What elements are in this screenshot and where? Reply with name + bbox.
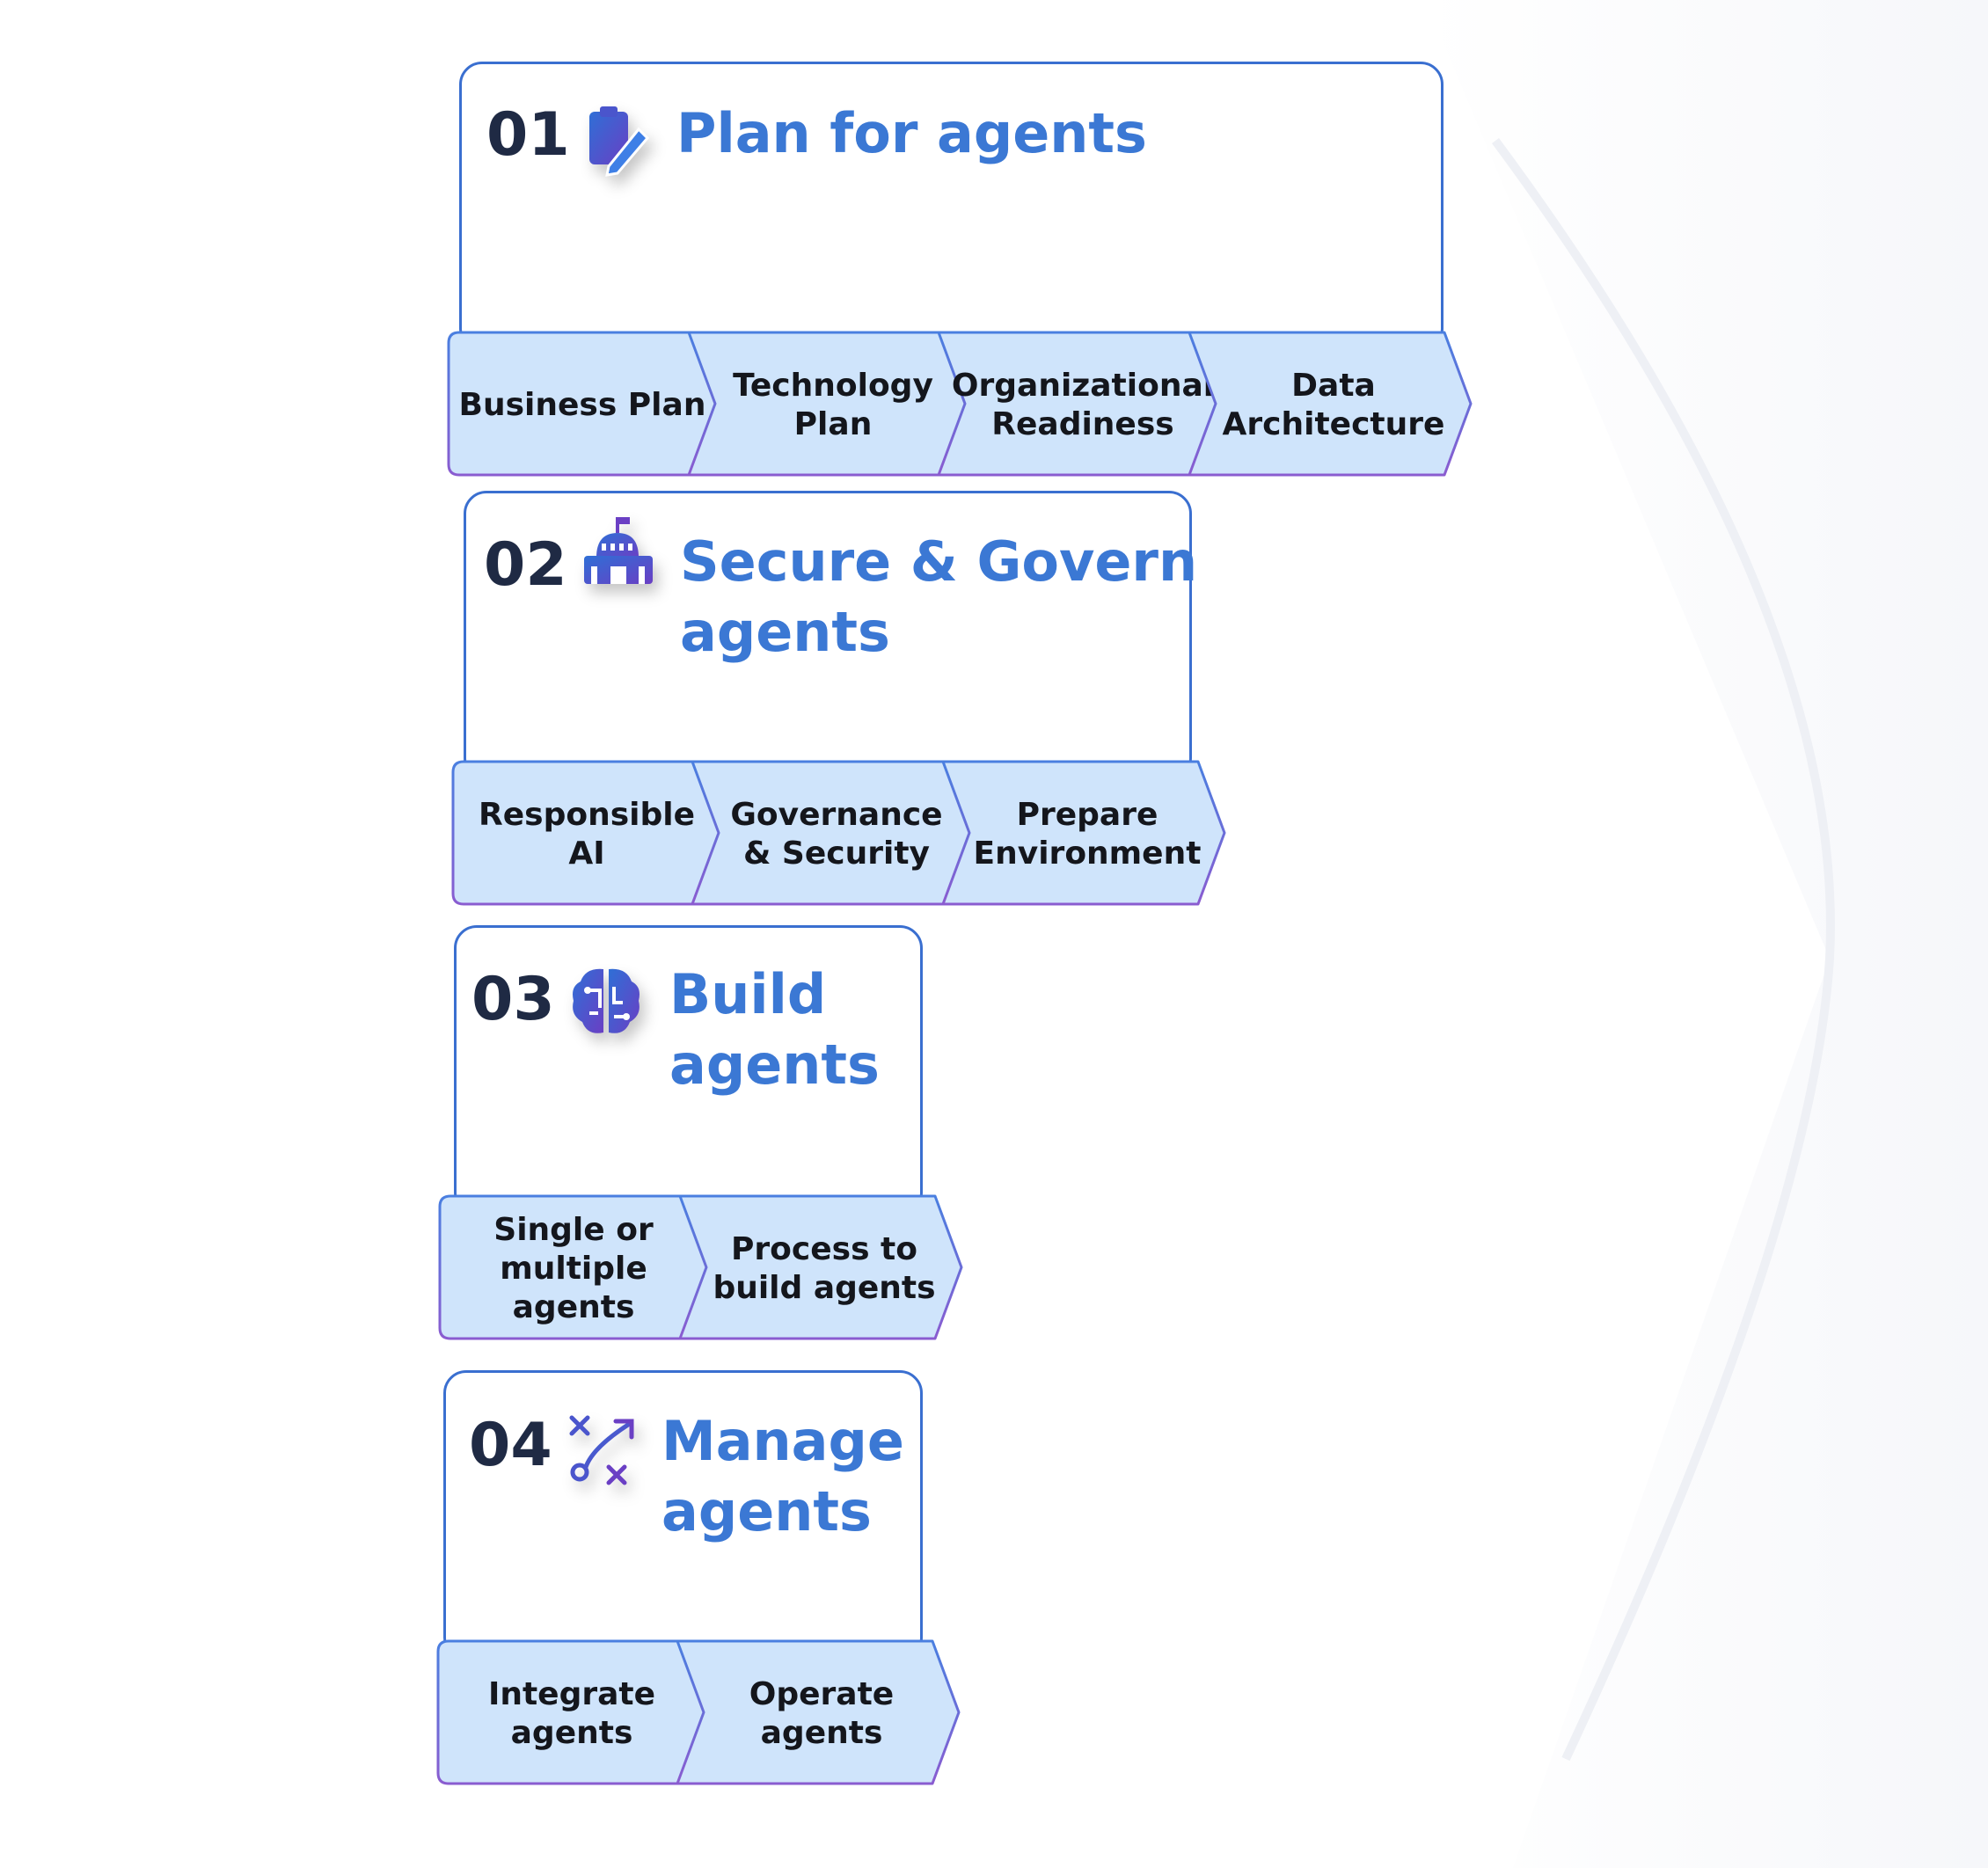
step-shape	[436, 1639, 721, 1785]
section-title-secure: Secure & Govern agents	[680, 527, 1197, 668]
title-line: Manage	[661, 1409, 904, 1473]
section-title-manage: Manage agents	[661, 1406, 904, 1547]
step-shape	[447, 331, 732, 477]
step-label: Prepare	[1017, 797, 1158, 833]
step-label: agents	[761, 1715, 883, 1751]
step-shape	[1188, 331, 1473, 477]
step-label: Readiness	[991, 406, 1173, 442]
step-shape	[438, 1194, 723, 1340]
step-chevron: Governance& Security	[691, 760, 976, 906]
step-shape	[451, 760, 736, 906]
step-shape	[687, 331, 972, 477]
step-label: agents	[513, 1289, 635, 1325]
brain-circuit-icon	[573, 968, 640, 1033]
title-line: Secure & Govern	[680, 529, 1198, 594]
step-shape	[691, 760, 976, 906]
step-label: Responsible	[479, 797, 695, 833]
step-shape	[678, 1194, 963, 1340]
step-label: Environment	[974, 835, 1202, 872]
building-shield-icon	[584, 517, 653, 584]
step-label: Architecture	[1223, 406, 1445, 442]
title-line: agents	[680, 600, 890, 664]
title-line: agents	[661, 1479, 872, 1543]
section-number: 02	[484, 530, 567, 600]
step-label: Plan	[794, 406, 873, 442]
step-chevron: Business Plan	[447, 331, 732, 477]
section-card-manage	[443, 1370, 923, 1660]
title-line: Build	[669, 962, 827, 1026]
step-label: Organizational	[952, 368, 1214, 404]
step-label: Single or	[493, 1212, 654, 1248]
step-label: & Security	[743, 835, 930, 872]
step-label: multiple	[500, 1251, 647, 1287]
section-title-plan: Plan for agents	[676, 99, 1147, 169]
section-number: 01	[486, 100, 570, 170]
title-line: Plan for agents	[676, 101, 1147, 165]
step-label: Integrate	[488, 1676, 655, 1712]
strategy-arrows-icon	[569, 1415, 634, 1485]
step-shape	[676, 1639, 961, 1785]
step-label: Operate	[749, 1676, 894, 1712]
step-shape	[941, 760, 1226, 906]
step-label: agents	[511, 1715, 633, 1751]
step-label: Data	[1291, 368, 1376, 404]
section-number: 03	[471, 965, 555, 1034]
section-card-plan	[459, 62, 1443, 352]
step-label: AI	[568, 835, 604, 872]
step-label: Business Plan	[459, 387, 706, 423]
step-label: Technology	[733, 368, 933, 404]
section-card-secure	[464, 491, 1192, 781]
title-line: agents	[669, 1033, 880, 1097]
step-label: Governance	[730, 797, 942, 833]
step-label: build agents	[713, 1270, 935, 1306]
step-shape	[937, 331, 1222, 477]
section-title-build: Build agents	[669, 960, 880, 1100]
step-label: Process to	[731, 1231, 917, 1267]
section-number: 04	[469, 1411, 552, 1480]
clipboard-edit-icon	[589, 106, 650, 177]
